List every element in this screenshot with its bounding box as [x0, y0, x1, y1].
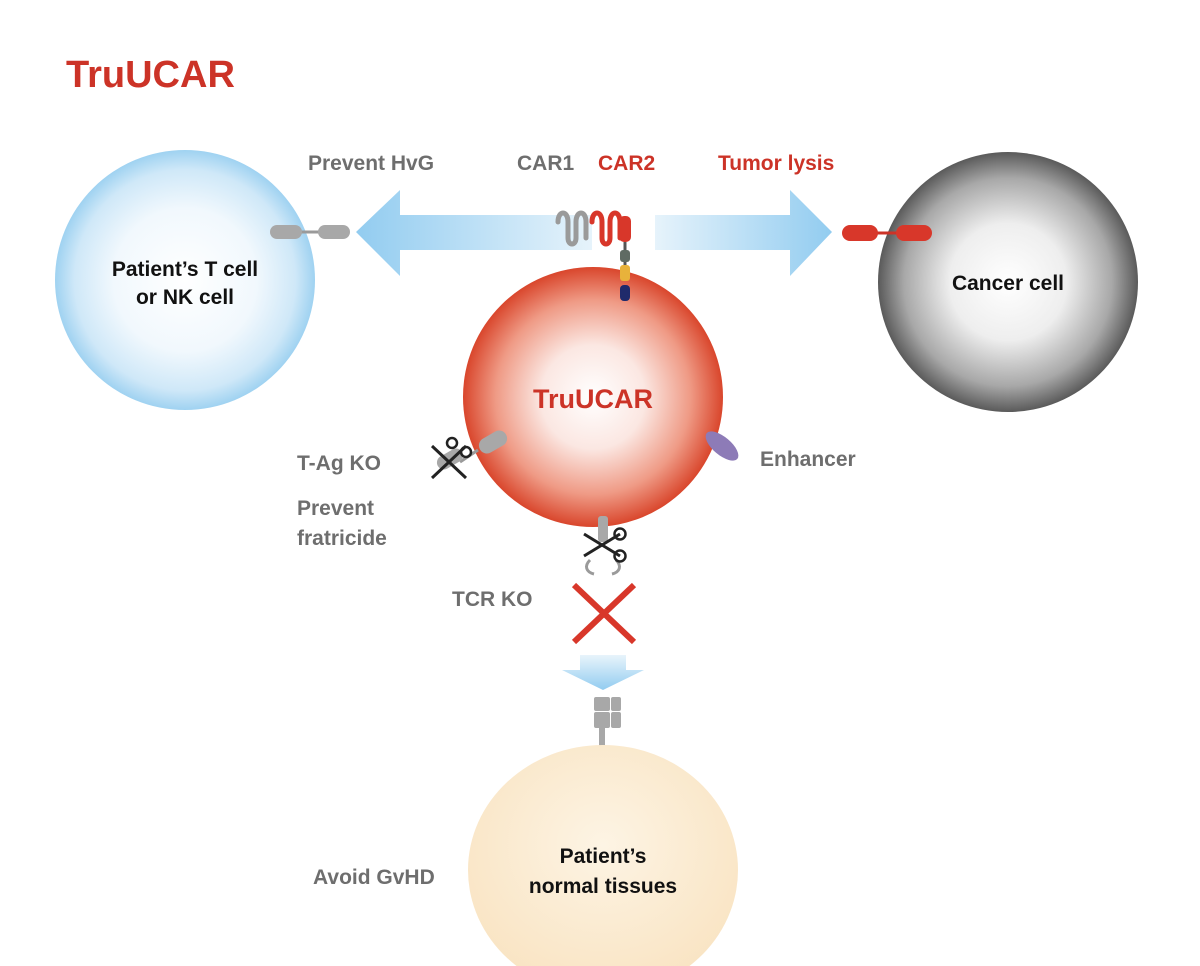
enhancer-label: Enhancer: [760, 448, 856, 471]
enhancer-icon: [705, 431, 739, 461]
cross-mark-icon: [571, 582, 637, 645]
normal-tissues-cell: [468, 745, 738, 966]
avoid-gvhd-label: Avoid GvHD: [313, 866, 435, 889]
tumor-lysis-arrow: [655, 190, 832, 276]
normal-tissues-line2: normal tissues: [528, 875, 678, 898]
prevent-fratricide-line1: Prevent: [297, 497, 375, 520]
patient-t-cell-line2: or NK cell: [135, 286, 235, 309]
tumor-antigen-icon: [842, 225, 932, 241]
tcr-scissors-icon: [583, 527, 627, 563]
patient-t-cell-line1: Patient’s T cell: [111, 258, 259, 281]
patient-t-cell: [55, 150, 315, 410]
tissue-receptor-icon: [594, 697, 621, 756]
tumor-lysis-label: Tumor lysis: [718, 152, 835, 175]
prevent-fratricide-label: Prevent fratricide: [297, 494, 387, 554]
tcr-ko-label: TCR KO: [452, 588, 533, 611]
normal-tissues-label: Patient’s normal tissues: [493, 842, 713, 902]
prevent-hvg-label: Prevent HvG: [308, 152, 435, 175]
car-receptor-icon: [555, 210, 631, 301]
car2-label: CAR2: [598, 152, 656, 175]
cancer-cell-label: Cancer cell: [951, 272, 1065, 295]
truucar-cell: [463, 267, 723, 527]
prevent-fratricide-line2: fratricide: [297, 527, 387, 550]
truucar-cell-label: TruUCAR: [533, 384, 653, 414]
page-title: TruUCAR: [66, 54, 235, 96]
tag-ko-label: T-Ag KO: [297, 452, 381, 475]
car1-label: CAR1: [517, 152, 575, 175]
tag-scissors-icon: [430, 436, 473, 480]
hvg-arrow: [356, 190, 592, 276]
patient-t-cell-label: Patient’s T cell or NK cell: [70, 256, 300, 312]
normal-tissues-line1: Patient’s: [559, 845, 647, 868]
patient-receptor-icon: [270, 225, 350, 239]
down-arrow-icon: [562, 655, 644, 690]
cancer-cell: [878, 152, 1138, 412]
